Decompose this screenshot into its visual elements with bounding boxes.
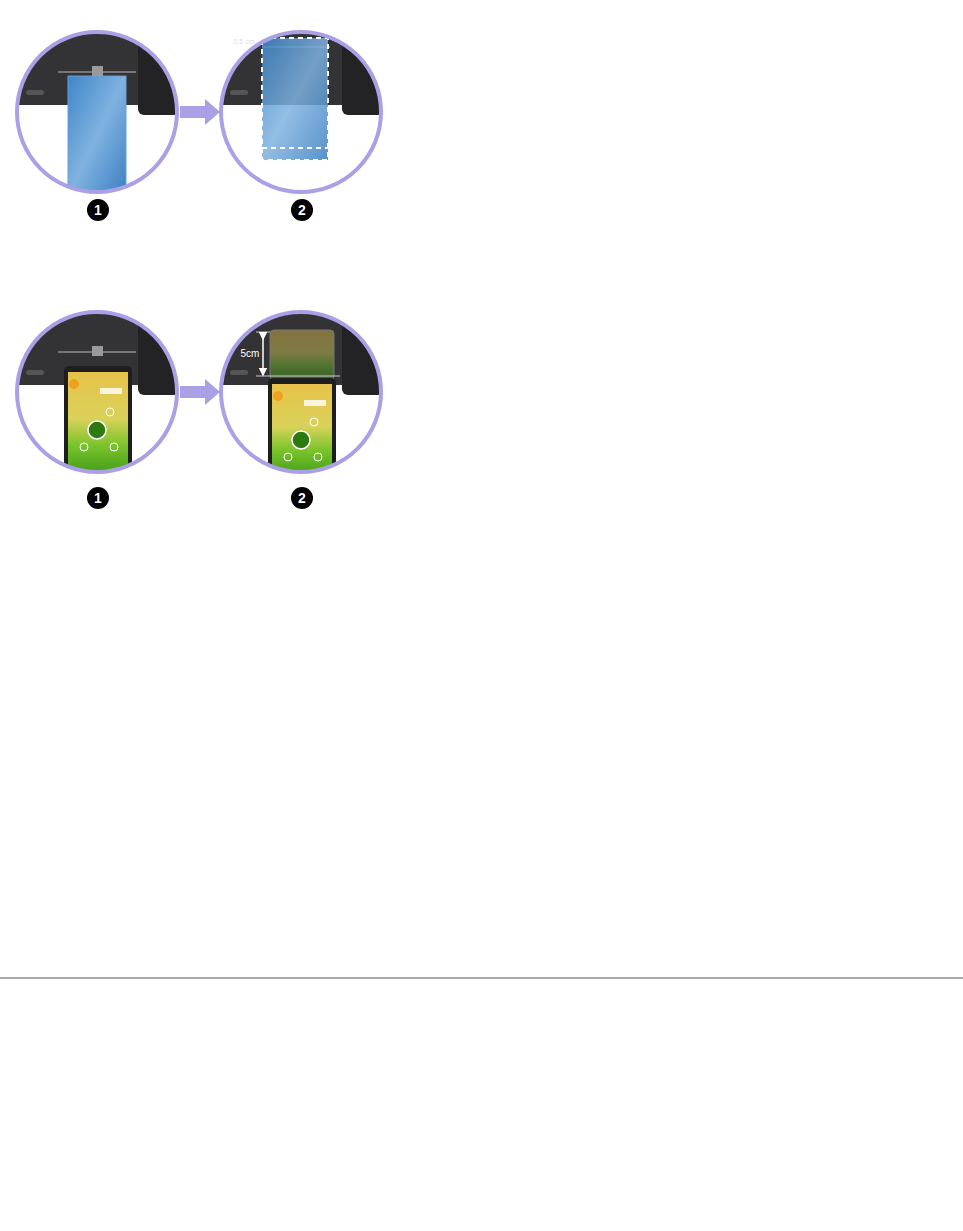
step-arrow: [180, 99, 220, 125]
detail-circle: [17, 32, 177, 192]
page-rule: [0, 978, 963, 979]
callout-disc: [87, 487, 109, 509]
callout-number: 1: [94, 491, 102, 505]
callout-disc: [291, 487, 313, 509]
dimension: 5cm: [241, 349, 260, 359]
laptop-card-scene: [214, 25, 402, 195]
callout-disc: [291, 199, 313, 221]
dimension: 0.5 cm: [233, 38, 254, 45]
detail-circle: [17, 312, 177, 472]
step-arrow: [180, 379, 220, 405]
detail-circle: [221, 32, 381, 192]
laptop-phone-scene: [214, 305, 402, 478]
callout-disc: [87, 199, 109, 221]
callout-number: 2: [298, 203, 306, 217]
detail-circle: [221, 312, 381, 472]
callout-number: 2: [298, 491, 306, 505]
callout-number: 1: [94, 203, 102, 217]
laptop-phone-scene: [10, 305, 198, 476]
laptop-card-scene: [10, 25, 198, 196]
